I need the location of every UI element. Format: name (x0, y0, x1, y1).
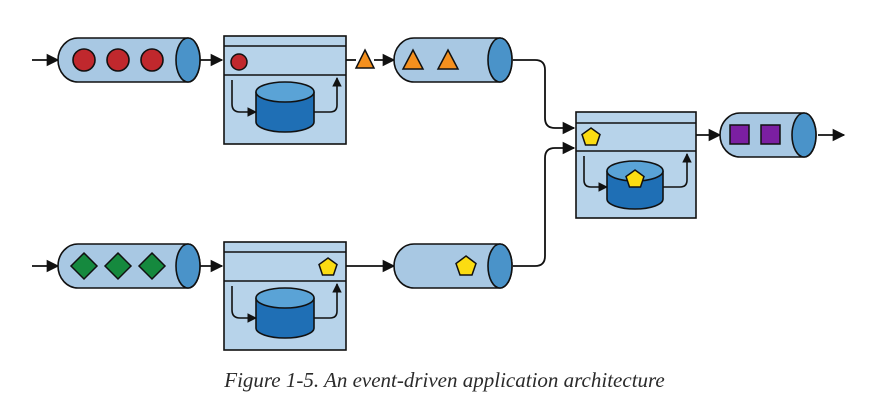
circle-event-icon (140, 48, 164, 72)
triangle-event-icon (436, 48, 460, 70)
circle-event-icon (72, 48, 96, 72)
diamond-event-icon (137, 251, 167, 281)
database-icon (255, 287, 315, 339)
service-box-3 (575, 111, 697, 219)
service-box-2 (223, 241, 347, 351)
triangle-event-icon (401, 48, 425, 70)
database-icon (255, 81, 315, 133)
pentagon-event-icon (318, 257, 338, 276)
connections (32, 53, 846, 273)
diamond-event-icon (103, 251, 133, 281)
pentagon-event-icon (455, 255, 477, 276)
event-queue-purple (719, 112, 817, 158)
event-queue-orange (393, 37, 513, 83)
diamond-event-icon (69, 251, 99, 281)
database-icon (606, 160, 664, 210)
circle-event-icon (106, 48, 130, 72)
pentagon-event-icon (625, 169, 645, 188)
event-queue-yellow (393, 243, 513, 289)
pentagon-event-icon (581, 127, 601, 146)
square-event-icon (760, 124, 781, 145)
arrow-icon (513, 141, 576, 267)
arrow-icon (513, 59, 576, 135)
triangle-event-icon (354, 48, 376, 69)
square-event-icon (729, 124, 750, 145)
event-queue-red (57, 37, 201, 83)
circle-event-icon (230, 53, 248, 71)
event-queue-green (57, 243, 201, 289)
service-box-1 (223, 35, 347, 145)
figure-caption: Figure 1-5. An event-driven application … (224, 368, 665, 392)
